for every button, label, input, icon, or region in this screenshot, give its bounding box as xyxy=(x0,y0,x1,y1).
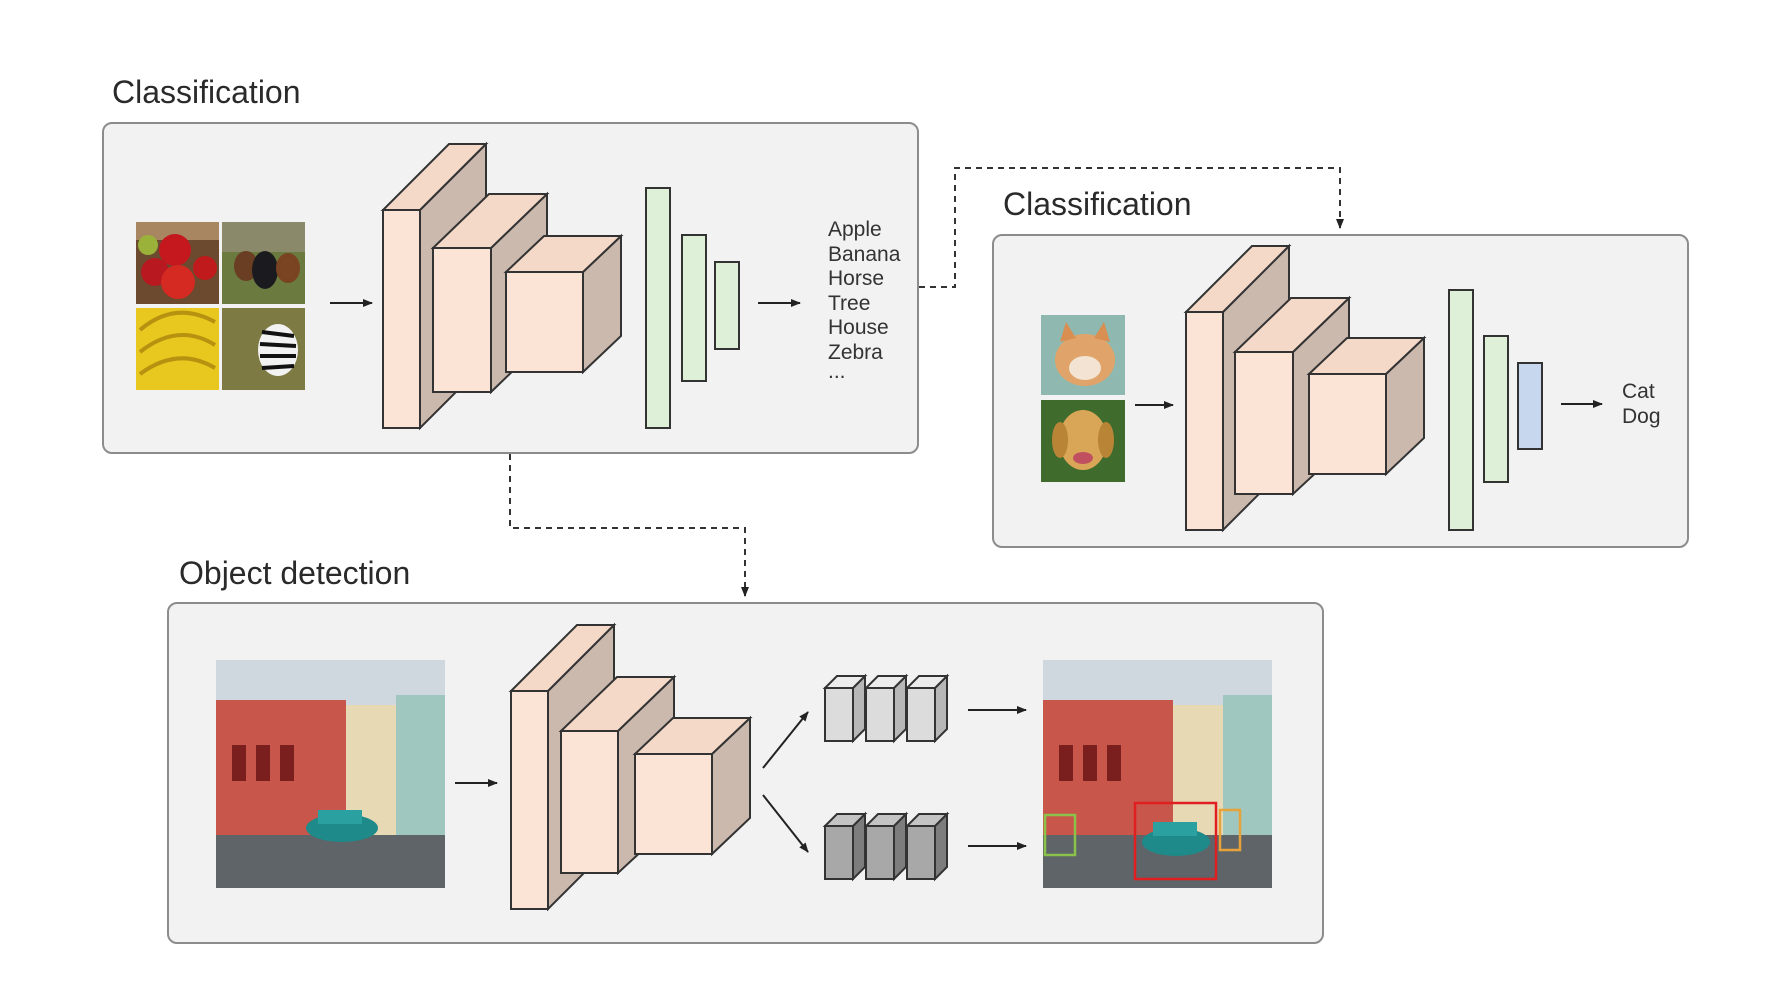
zebra-image xyxy=(222,308,305,390)
class-label: Zebra xyxy=(828,340,883,364)
street-image-output xyxy=(1043,660,1272,888)
class-label: Apple xyxy=(828,218,882,241)
fc-layer xyxy=(1448,289,1474,531)
conv-block-small xyxy=(1306,335,1427,477)
class-label: House xyxy=(828,316,889,340)
fc-layer xyxy=(681,234,707,382)
arrow xyxy=(762,711,809,769)
head-cube xyxy=(822,811,868,882)
detection-box-person xyxy=(1043,813,1077,857)
class-label: Dog xyxy=(1622,404,1661,428)
head-cube xyxy=(904,811,950,882)
detection-box-car xyxy=(1133,801,1218,881)
class-label: Banana xyxy=(828,242,901,266)
cat-image xyxy=(1041,315,1125,395)
banana-image xyxy=(136,308,219,390)
horses-image xyxy=(222,222,305,304)
classification-head xyxy=(822,673,950,744)
head-cube xyxy=(904,673,950,744)
dashed-connector xyxy=(509,454,749,597)
class-label: Horse xyxy=(828,267,885,291)
arrow xyxy=(762,794,809,853)
street-image-input xyxy=(216,660,445,888)
class-label: ... xyxy=(828,359,846,383)
class-label: Tree xyxy=(828,291,871,315)
apple-image xyxy=(136,222,219,304)
conv-block-small xyxy=(632,715,753,857)
class-label-list-main: Apple Banana Horse Tree House Zebra ... xyxy=(828,218,901,383)
detection-box-person xyxy=(1218,808,1242,852)
fc-layer-new xyxy=(1517,362,1543,450)
class-label: Cat xyxy=(1622,380,1655,403)
regression-head xyxy=(822,811,950,882)
fc-layer xyxy=(714,261,740,350)
head-cube xyxy=(863,673,909,744)
dashed-connector xyxy=(919,167,1344,288)
head-cube xyxy=(822,673,868,744)
fc-layer xyxy=(1483,335,1509,483)
conv-block-small xyxy=(503,233,624,375)
fc-layer xyxy=(645,187,671,429)
classification-title-transfer: Classification xyxy=(1003,186,1192,222)
head-cube xyxy=(863,811,909,882)
classification-title-main: Classification xyxy=(112,74,301,110)
dog-image xyxy=(1041,400,1125,482)
object-detection-title: Object detection xyxy=(179,555,411,591)
class-label-list-transfer: Cat Dog xyxy=(1622,380,1661,429)
